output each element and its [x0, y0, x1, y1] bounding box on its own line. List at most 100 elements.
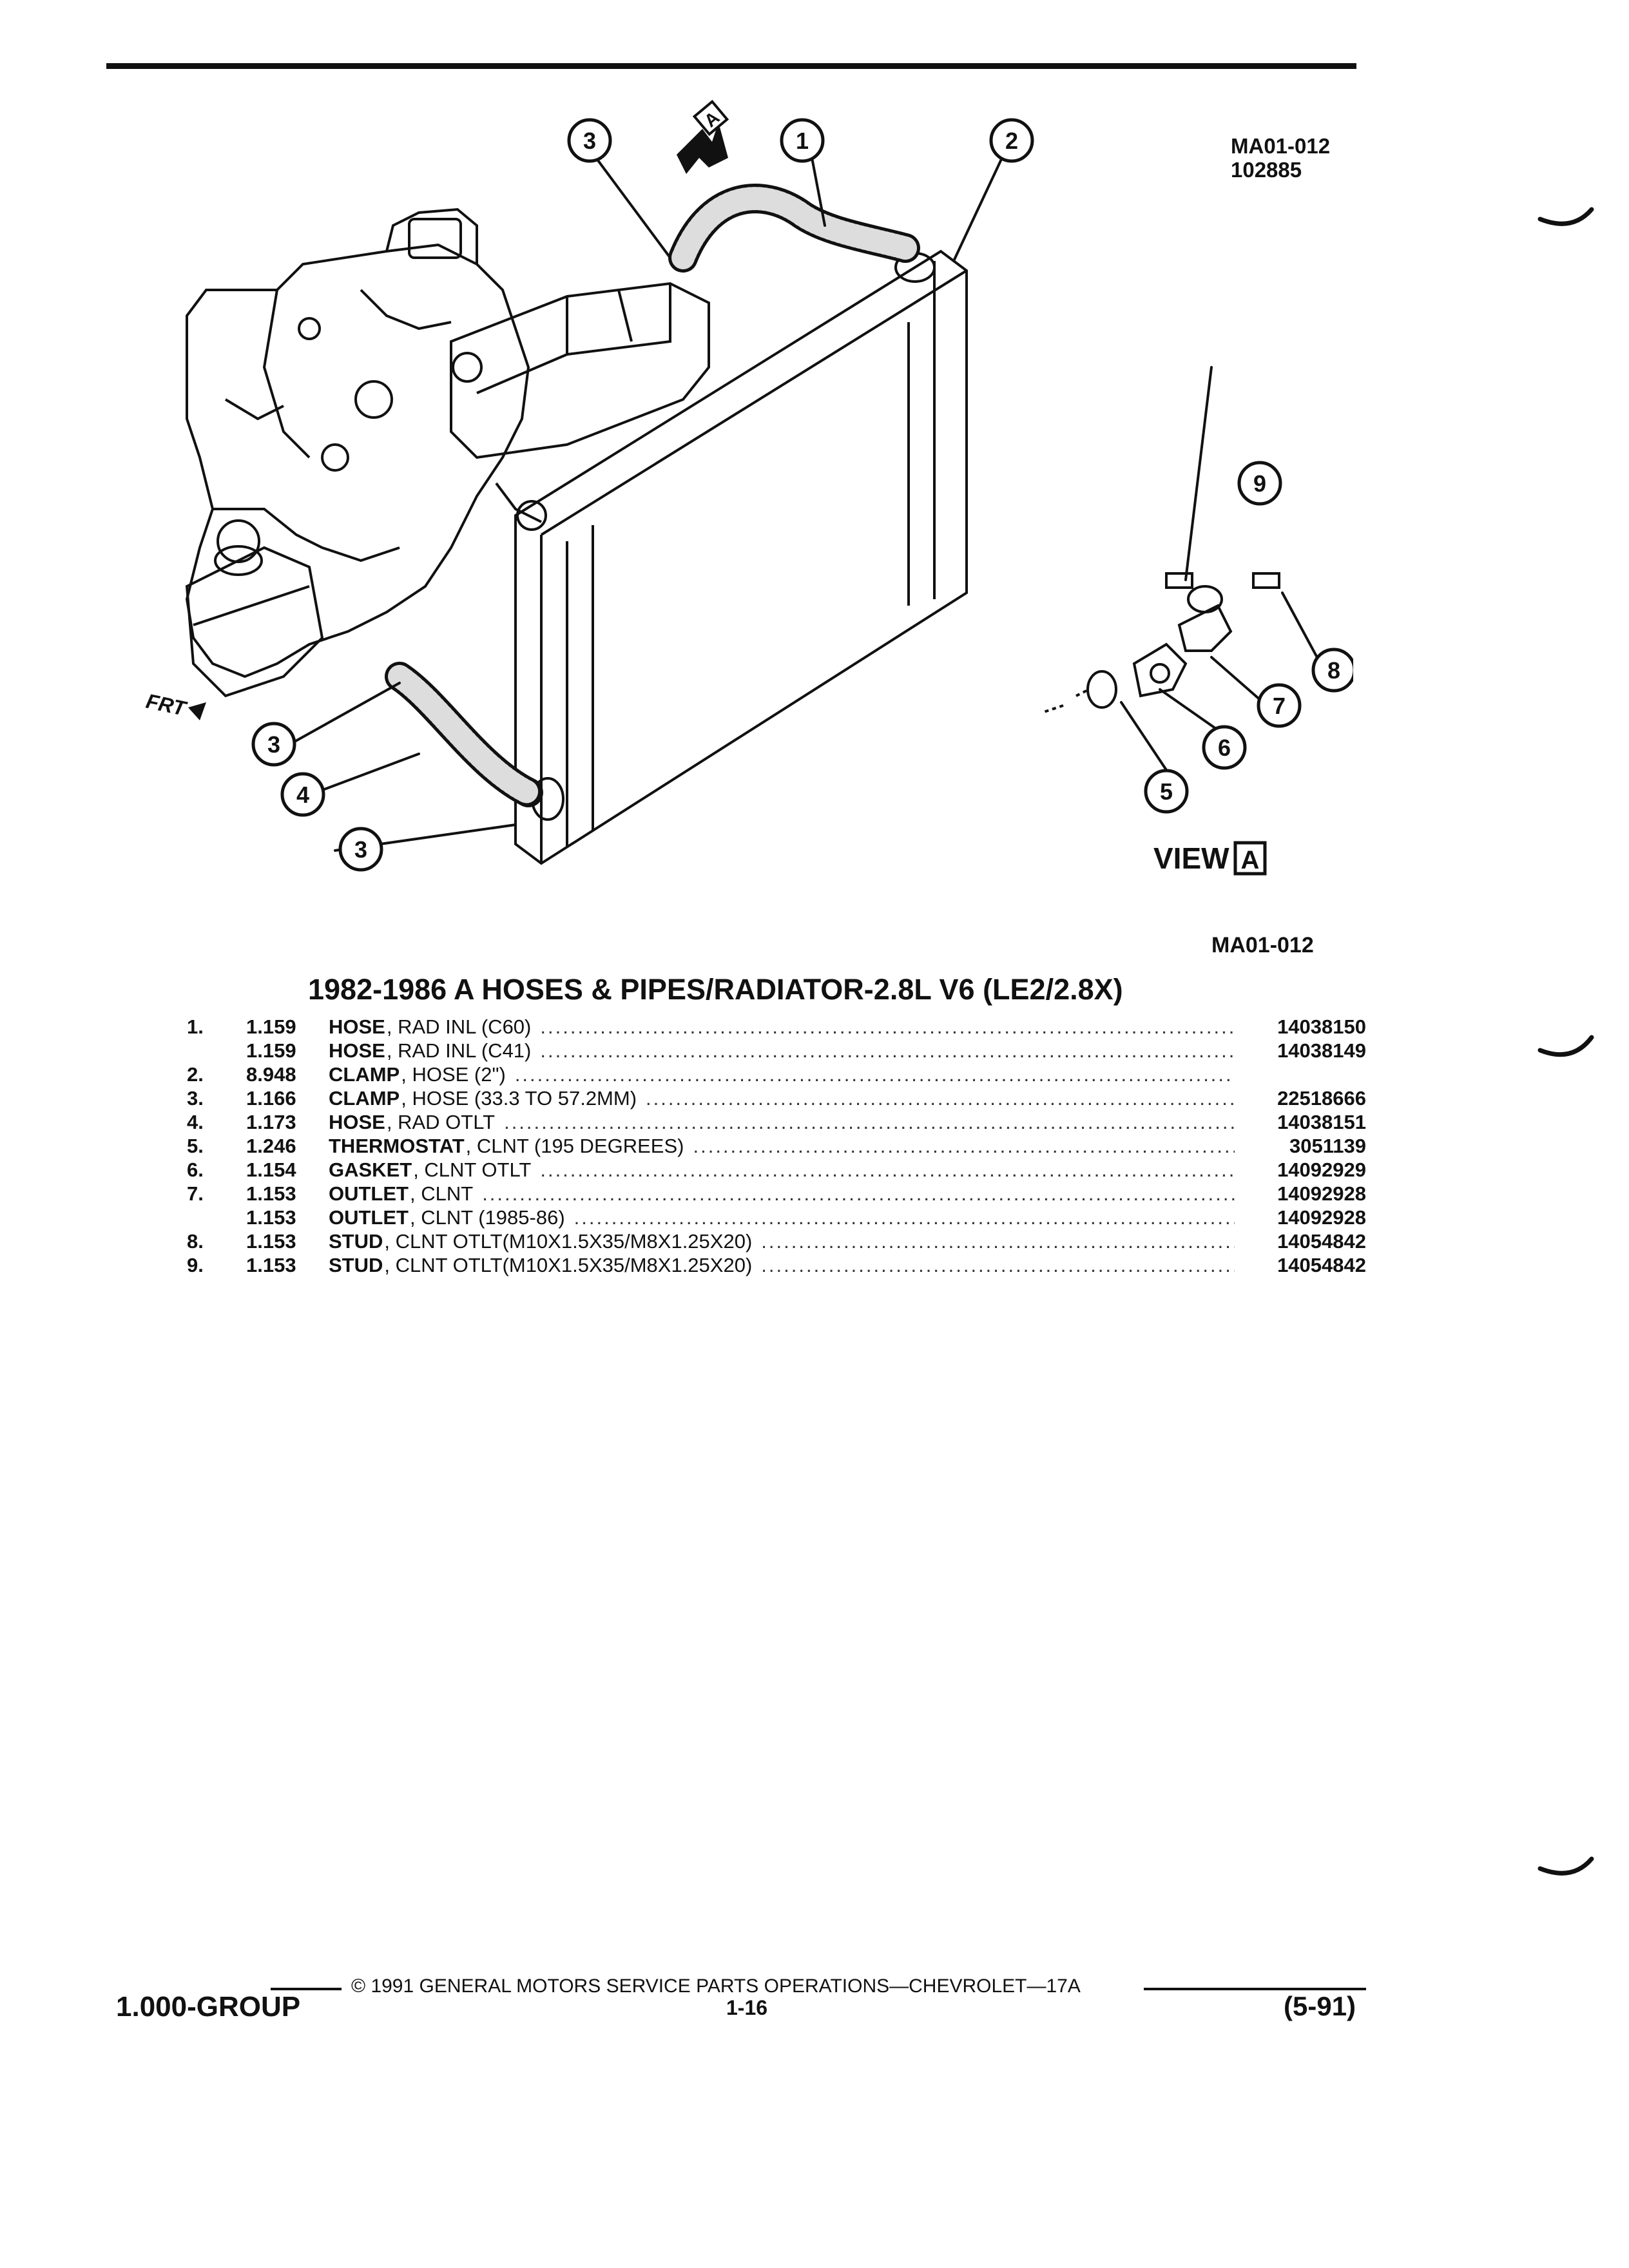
leader-dots: [504, 1111, 1235, 1134]
parts-diagram: 1 2 3 3 3 4 5 6 7 8 9 A: [144, 99, 1353, 876]
callout-4: 4: [280, 772, 325, 817]
view-a-detail: [1043, 572, 1280, 713]
callout-5-label: 5: [1160, 778, 1173, 805]
part-name: CLAMP: [329, 1063, 400, 1086]
parts-row: 6. 1.154 GASKET , CLNT OTLT 14092929: [187, 1158, 1366, 1182]
part-description: , CLNT (1985-86): [410, 1206, 565, 1229]
parts-row: 1.153 OUTLET , CLNT (1985-86) 14092928: [187, 1206, 1366, 1230]
binder-mark-top: [1537, 207, 1594, 226]
part-description: , RAD INL (C60): [386, 1015, 532, 1038]
group-number: 1.153: [246, 1230, 296, 1253]
outlet-hose: [385, 662, 543, 807]
part-description: , CLNT OTLT(M10X1.5X35/M8X1.25X20): [384, 1254, 753, 1276]
footer-rule-left: [271, 1988, 342, 1990]
item-number: 2.: [187, 1063, 204, 1086]
parts-row: 4. 1.173 HOSE , RAD OTLT 14038151: [187, 1111, 1366, 1135]
item-number: 7.: [187, 1182, 204, 1205]
parts-row: 8. 1.153 STUD , CLNT OTLT(M10X1.5X35/M8X…: [187, 1230, 1366, 1254]
part-number: 14054842: [1277, 1230, 1366, 1253]
group-number: 1.246: [246, 1135, 296, 1157]
part-name: OUTLET: [329, 1182, 409, 1205]
part-name: HOSE: [329, 1111, 385, 1133]
part-description: , RAD OTLT: [386, 1111, 496, 1133]
view-box-label: A: [1241, 846, 1260, 874]
leader-dots: [761, 1254, 1235, 1277]
top-rule: [106, 63, 1356, 69]
item-number: 9.: [187, 1254, 204, 1276]
item-number: 8.: [187, 1230, 204, 1253]
group-number: 1.153: [246, 1182, 296, 1205]
callout-3-bottom-label: 3: [354, 836, 367, 863]
section-title: 1982-1986 A HOSES & PIPES/RADIATOR-2.8L …: [308, 973, 1123, 1006]
binder-mark-middle: [1537, 1035, 1594, 1057]
part-number: 14038151: [1277, 1111, 1366, 1133]
item-number: 3.: [187, 1087, 204, 1110]
parts-row: 2. 8.948 CLAMP , HOSE (2"): [187, 1063, 1366, 1087]
page-number: 1-16: [726, 1996, 768, 2019]
callout-5: 5: [1144, 769, 1189, 814]
group-number: 8.948: [246, 1063, 296, 1086]
parts-row: 1.159 HOSE , RAD INL (C41) 14038149: [187, 1039, 1366, 1063]
callout-8: 8: [1311, 648, 1353, 693]
part-name: HOSE: [329, 1015, 385, 1038]
part-name: STUD: [329, 1254, 383, 1276]
front-label: FRT: [144, 689, 189, 721]
part-number: 14092928: [1277, 1182, 1366, 1205]
engine-illustration: [185, 207, 968, 865]
part-description: , CLNT OTLT: [413, 1158, 532, 1181]
item-number: 1.: [187, 1015, 204, 1038]
callout-7-label: 7: [1273, 693, 1286, 719]
leader-dots: [761, 1230, 1235, 1253]
callout-3-top: 3: [567, 118, 612, 163]
leader-dots: [540, 1039, 1235, 1062]
item-number: 4.: [187, 1111, 204, 1133]
part-number: 14038150: [1277, 1015, 1366, 1038]
parts-row: 9. 1.153 STUD , CLNT OTLT(M10X1.5X35/M8X…: [187, 1254, 1366, 1278]
callout-9: 9: [1237, 461, 1282, 506]
part-number: 14054842: [1277, 1254, 1366, 1276]
group-number: 1.154: [246, 1158, 296, 1181]
group-number: 1.173: [246, 1111, 296, 1133]
reference-code: MA01-012 102885: [1231, 134, 1330, 182]
copyright-notice: © 1991 GENERAL MOTORS SERVICE PARTS OPER…: [351, 1975, 1081, 1997]
callout-6: 6: [1202, 725, 1247, 770]
callout-3-bottom: 3: [338, 827, 383, 872]
part-description: , HOSE (33.3 TO 57.2MM): [401, 1087, 637, 1110]
callout-6-label: 6: [1218, 735, 1231, 761]
view-label-text: VIEW: [1153, 841, 1229, 875]
edition-date: (5-91): [1284, 1991, 1356, 2021]
group-number: 1.159: [246, 1039, 296, 1062]
callout-2: 2: [989, 118, 1034, 163]
group-number: 1.166: [246, 1087, 296, 1110]
leader-dots: [693, 1135, 1235, 1158]
part-number: 14038149: [1277, 1039, 1366, 1062]
part-name: GASKET: [329, 1158, 412, 1181]
leader-dots: [515, 1063, 1235, 1086]
binder-marks: [1537, 207, 1594, 1876]
part-name: STUD: [329, 1230, 383, 1253]
callout-2-label: 2: [1005, 128, 1018, 154]
part-description: , CLNT (195 DEGREES): [465, 1135, 684, 1157]
part-name: HOSE: [329, 1039, 385, 1062]
group-number: 1.153: [246, 1254, 296, 1276]
parts-row: 7. 1.153 OUTLET , CLNT 14092928: [187, 1182, 1366, 1206]
part-name: CLAMP: [329, 1087, 400, 1110]
binder-mark-bottom: [1537, 1856, 1594, 1876]
item-number: 5.: [187, 1135, 204, 1157]
group-number: 1.159: [246, 1015, 296, 1038]
leader-dots: [646, 1087, 1235, 1110]
group-label: 1.000-GROUP: [116, 1991, 301, 2023]
front-indicator: FRT: [144, 689, 206, 721]
callout-1: 1: [780, 118, 825, 163]
part-description: , CLNT OTLT(M10X1.5X35/M8X1.25X20): [384, 1230, 753, 1253]
part-description: , CLNT: [410, 1182, 474, 1205]
parts-list: 1. 1.159 HOSE , RAD INL (C60) 14038150 1…: [187, 1015, 1366, 1278]
part-description: , RAD INL (C41): [386, 1039, 532, 1062]
callout-3-middle-label: 3: [267, 731, 280, 758]
leader-dots: [540, 1015, 1235, 1039]
callout-9-label: 9: [1253, 470, 1266, 497]
parts-row: 3. 1.166 CLAMP , HOSE (33.3 TO 57.2MM) 2…: [187, 1087, 1366, 1111]
ref-code-label: MA01-012: [1231, 134, 1331, 158]
part-number: 14092928: [1277, 1206, 1366, 1229]
leader-dots: [540, 1158, 1235, 1182]
